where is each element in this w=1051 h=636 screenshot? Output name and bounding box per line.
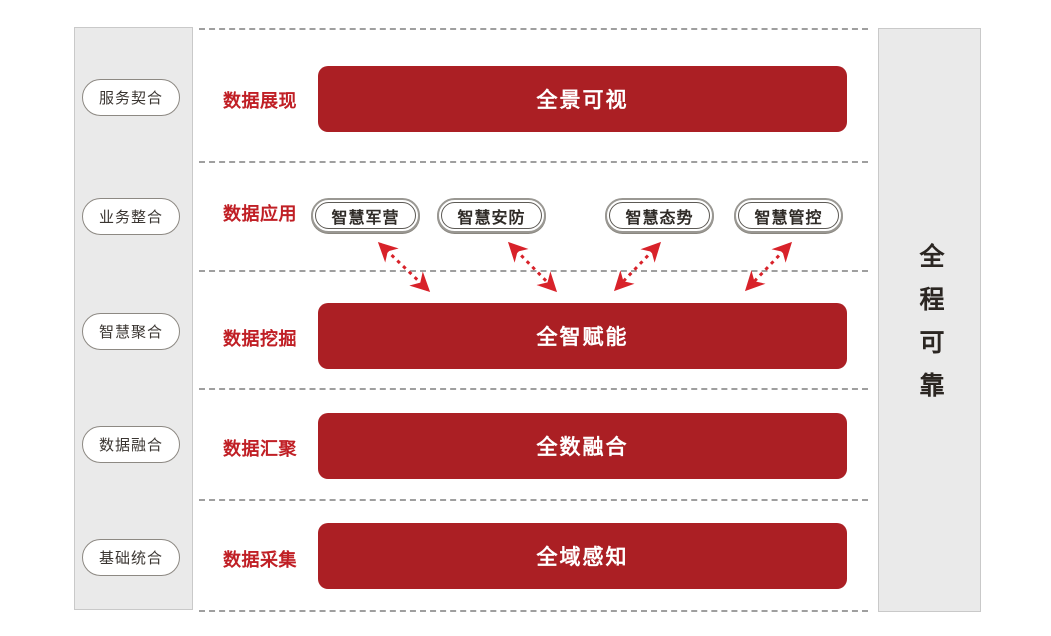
bar-panoramic-visibility: 全景可视 (318, 66, 847, 132)
double-arrow-3 (613, 241, 662, 292)
dotted-divider (199, 28, 868, 30)
double-arrow-1 (377, 241, 431, 293)
left-pill-data-fusion: 数据融合 (82, 426, 180, 463)
row-label-data-convergence: 数据汇聚 (223, 439, 297, 459)
bar-label: 全智赋能 (536, 326, 629, 349)
left-pill-label: 数据融合 (98, 437, 163, 454)
bar-full-domain-sensing: 全域感知 (318, 523, 847, 589)
app-pill-label: 智慧态势 (609, 202, 710, 229)
app-pill-label: 智慧安防 (441, 202, 542, 229)
app-pill-smart-control: 智慧管控 (734, 198, 843, 233)
row-label-data-collection: 数据采集 (223, 550, 297, 570)
bar-label: 全数融合 (536, 436, 629, 459)
left-pill-smart-aggregation: 智慧聚合 (82, 313, 180, 350)
dotted-divider (199, 161, 868, 163)
right-rail: 全程可靠 (878, 28, 981, 612)
dotted-divider (199, 610, 868, 612)
app-pill-smart-barracks: 智慧军营 (311, 198, 420, 233)
app-pill-smart-situation: 智慧态势 (605, 198, 714, 233)
dotted-divider (199, 270, 868, 272)
left-pill-business-integration: 业务整合 (82, 198, 180, 235)
app-pill-label: 智慧军营 (315, 202, 416, 229)
bar-full-intelligence: 全智赋能 (318, 303, 847, 369)
right-rail-title: 全程可靠 (916, 243, 944, 415)
double-arrow-4 (744, 241, 793, 292)
left-pill-base-unification: 基础统合 (82, 539, 180, 576)
dotted-divider (199, 388, 868, 390)
double-arrow-2 (507, 241, 558, 293)
row-label-data-presentation: 数据展现 (223, 91, 297, 111)
left-pill-label: 服务契合 (98, 90, 163, 107)
left-pill-service-fit: 服务契合 (82, 79, 180, 116)
dotted-divider (199, 499, 868, 501)
left-pill-label: 业务整合 (98, 209, 163, 226)
left-pill-label: 智慧聚合 (98, 324, 163, 341)
app-pill-smart-security: 智慧安防 (437, 198, 546, 233)
row-label-data-application: 数据应用 (223, 204, 297, 224)
bar-label: 全景可视 (536, 89, 629, 112)
row-label-data-mining: 数据挖掘 (223, 329, 297, 349)
bar-full-data-fusion: 全数融合 (318, 413, 847, 479)
bar-label: 全域感知 (536, 546, 629, 569)
app-pill-label: 智慧管控 (738, 202, 839, 229)
left-pill-label: 基础统合 (98, 550, 163, 567)
